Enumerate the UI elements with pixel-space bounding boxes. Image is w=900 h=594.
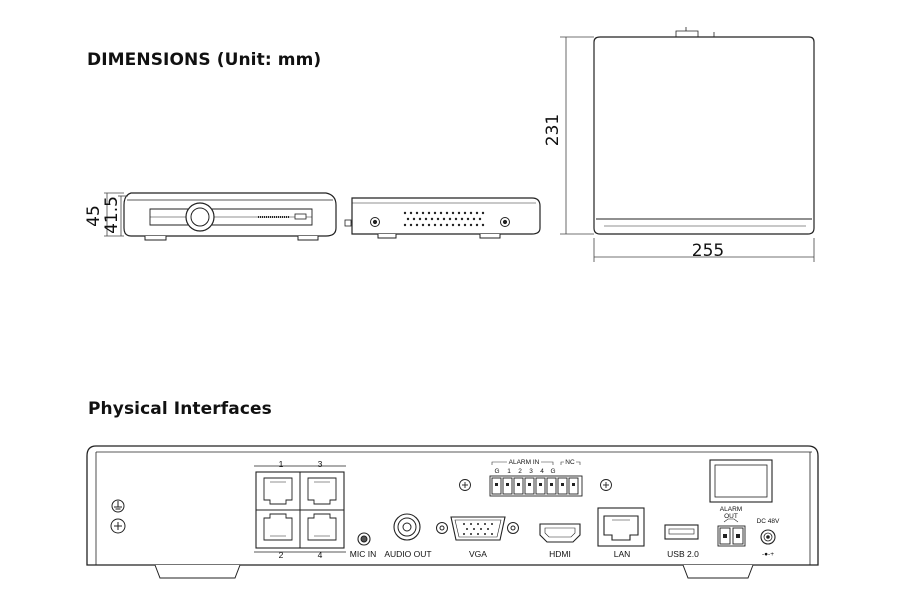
top-view	[593, 27, 815, 235]
alarm-in-label: ALARM IN	[509, 459, 540, 466]
power-switch	[709, 459, 773, 503]
alarm-pin-4: 4	[540, 468, 544, 475]
mic-in-jack-icon	[357, 532, 371, 546]
alarm-pin-2: 2	[518, 468, 522, 475]
alarm-out-label-line2: OUT	[724, 513, 738, 520]
dc-label: DC 48V	[757, 518, 780, 525]
rear-panel	[86, 445, 819, 579]
alarm-in-terminal-marks	[495, 483, 575, 486]
panel-screw-left-icon	[459, 479, 471, 491]
poe-label-1: 1	[279, 459, 284, 469]
poe-port-1	[263, 477, 293, 505]
usb-label: USB 2.0	[667, 549, 699, 559]
alarm-pin-3: 3	[529, 468, 533, 475]
alarm-pin-1: 1	[507, 468, 511, 475]
lan-label: LAN	[614, 549, 631, 559]
alarm-pin-g-right: G	[550, 468, 555, 475]
nc-label: NC	[565, 459, 575, 466]
alarm-in-terminal	[489, 475, 583, 497]
poe-label-4: 4	[318, 550, 323, 560]
height-45-label: 45	[84, 205, 104, 227]
audio-out-jack-icon	[393, 513, 421, 541]
physical-interfaces-heading: Physical Interfaces	[88, 399, 272, 419]
poe-port-2	[263, 513, 293, 541]
side-vent-holes	[403, 211, 485, 227]
front-view	[123, 192, 337, 241]
dc-power-jack-icon	[760, 529, 776, 545]
alarm-bracket-lines	[491, 461, 581, 465]
panel-screw-right-icon	[600, 479, 612, 491]
poe-lan-ports	[263, 477, 337, 541]
vga-pins	[463, 523, 493, 535]
ground-symbol-icon	[111, 499, 125, 513]
width-255-label: 255	[692, 241, 724, 261]
dc-polarity-label: -●-+	[762, 551, 774, 558]
dimensions-heading: DIMENSIONS (Unit: mm)	[87, 50, 322, 70]
poe-port-4	[307, 513, 337, 541]
alarm-out-terminal-marks	[723, 534, 740, 538]
depth-231-label: 231	[543, 114, 563, 146]
hdmi-port-icon	[539, 523, 581, 543]
alarm-pin-g-left: G	[494, 468, 499, 475]
alarm-pin-labels: G 1 2 3 4 G	[494, 468, 555, 475]
vga-label: VGA	[469, 549, 487, 559]
poe-port-pins	[270, 481, 330, 537]
poe-label-3: 3	[318, 459, 323, 469]
poe-label-2: 2	[279, 550, 284, 560]
top-dimension-lines	[560, 36, 815, 262]
height-dimension-lines	[104, 192, 128, 237]
alarm-out-label-line1: ALARM	[720, 506, 742, 513]
poe-port-3	[307, 477, 337, 505]
ground-screw-icon	[110, 518, 126, 534]
lan-port-icon	[597, 507, 645, 547]
side-view	[344, 197, 541, 239]
hdmi-label: HDMI	[549, 549, 571, 559]
audio-out-label: AUDIO OUT	[384, 549, 431, 559]
usb-port-icon	[664, 524, 699, 540]
height-41-5-label: 41.5	[102, 196, 122, 234]
mic-in-label: MIC IN	[350, 549, 376, 559]
